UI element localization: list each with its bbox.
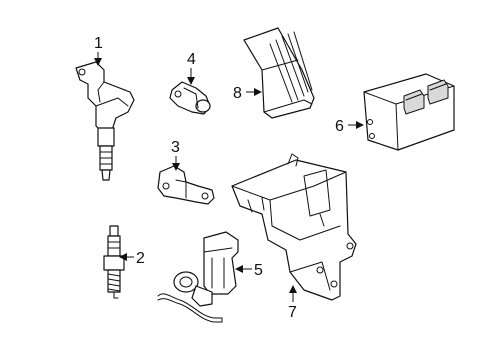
callout-8: 8 (233, 85, 262, 102)
callout-3: 3 (171, 139, 180, 171)
callout-2: 2 (119, 250, 145, 267)
ignition-coil-part (75, 61, 135, 181)
callout-6: 6 (335, 118, 364, 135)
callout-2-label: 2 (136, 250, 145, 267)
pump-module-part (157, 231, 239, 323)
crankshaft-sensor-part (157, 165, 215, 205)
spark-plug-part (103, 225, 125, 299)
callout-8-label: 8 (233, 85, 242, 102)
callout-5: 5 (235, 262, 263, 279)
engine-control-module-part (363, 73, 455, 151)
callout-5-label: 5 (254, 262, 263, 279)
callout-1-label: 1 (94, 35, 103, 52)
callout-7: 7 (288, 285, 297, 321)
callout-3-label: 3 (171, 139, 180, 156)
callout-1: 1 (94, 35, 103, 66)
callout-6-label: 6 (335, 118, 344, 135)
callout-4: 4 (187, 51, 196, 85)
callout-7-label: 7 (288, 304, 297, 321)
module-cover-part (243, 27, 315, 119)
callout-4-label: 4 (187, 51, 196, 68)
module-bracket-part (231, 153, 357, 301)
camshaft-sensor-part (169, 81, 211, 115)
